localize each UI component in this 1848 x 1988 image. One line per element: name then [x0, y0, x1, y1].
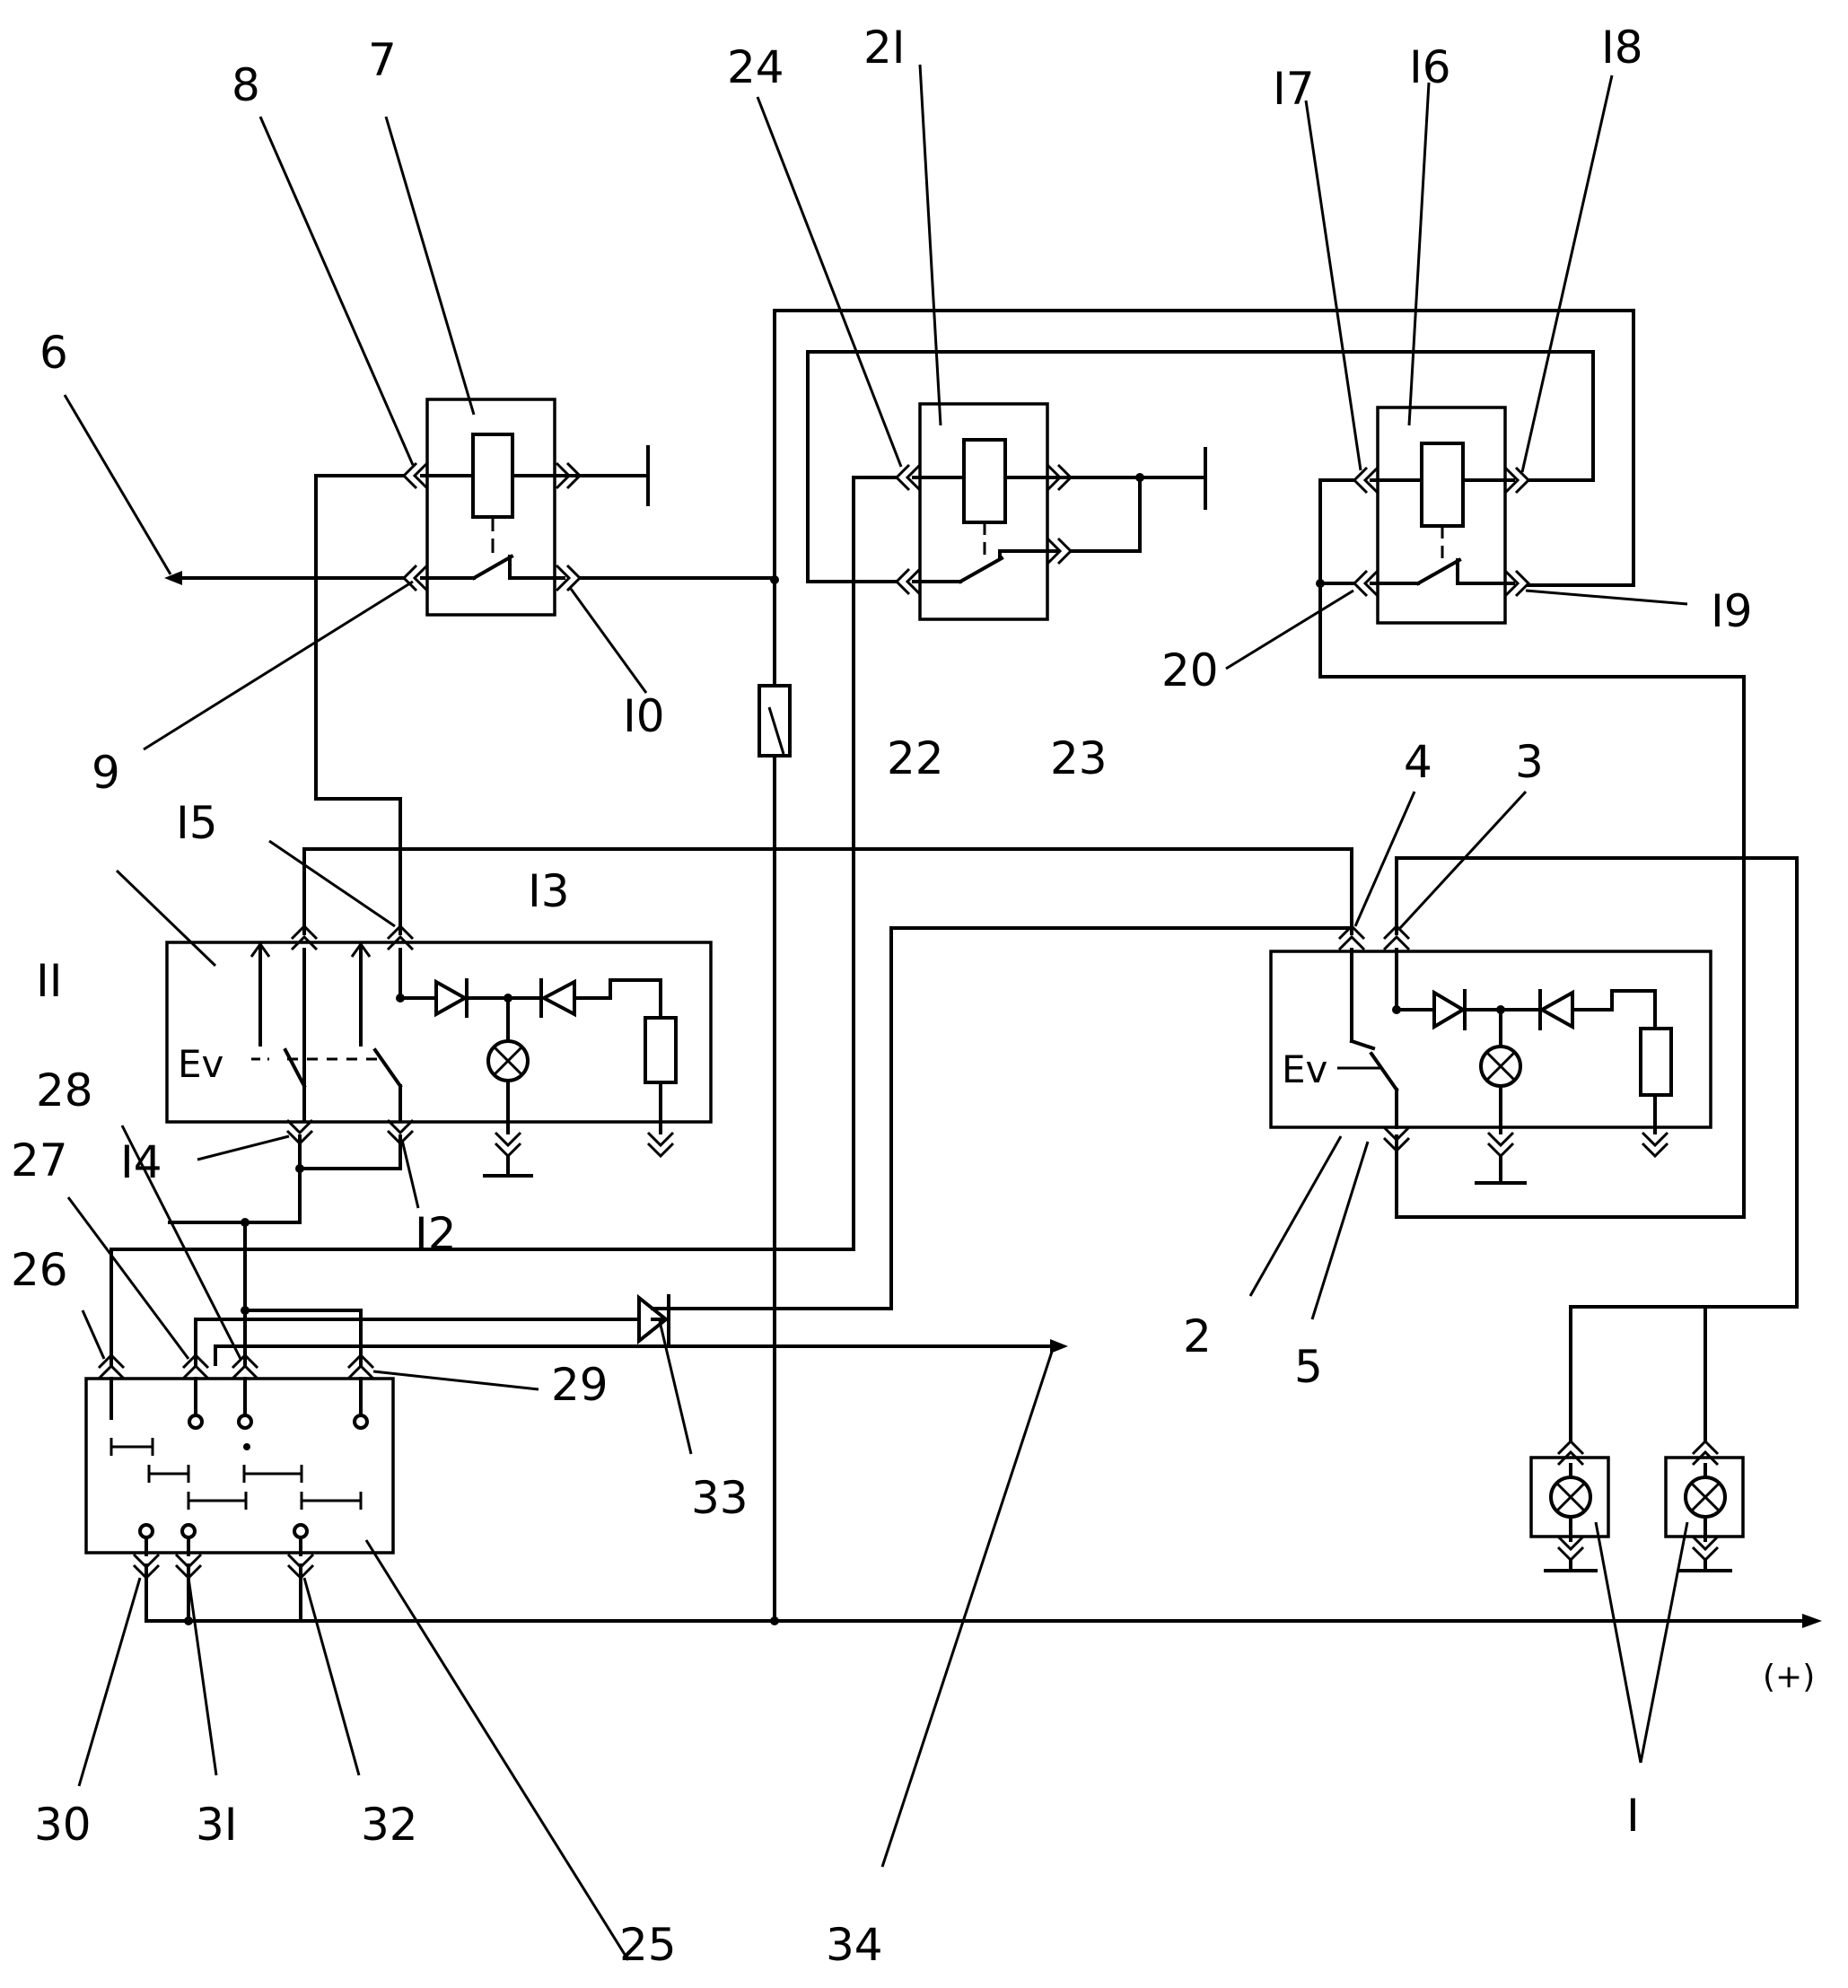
- label-19: I9: [1711, 585, 1753, 637]
- label-12: I2: [415, 1208, 457, 1260]
- label-32: 32: [361, 1799, 418, 1851]
- labels: I 2 3 4 5 6 7 8 9 I0 II I2 I3 I4 I5 I6 I…: [11, 22, 1815, 1971]
- label-17: I7: [1273, 63, 1315, 115]
- label-34: 34: [826, 1919, 883, 1971]
- label-5: 5: [1294, 1341, 1323, 1393]
- label-23: 23: [1050, 732, 1108, 784]
- label-18: I8: [1601, 22, 1643, 74]
- label-13: I3: [528, 865, 570, 917]
- label-28: 28: [36, 1064, 93, 1117]
- ev-switch-label-left: Ev: [178, 1042, 223, 1086]
- label-20: 20: [1161, 644, 1219, 696]
- label-22: 22: [887, 732, 944, 784]
- label-plus: (+): [1763, 1659, 1815, 1695]
- relay-21: [897, 404, 1205, 619]
- label-33: 33: [691, 1472, 749, 1524]
- label-26: 26: [11, 1244, 68, 1296]
- label-1: I: [1626, 1790, 1640, 1842]
- label-9: 9: [92, 747, 120, 799]
- label-7: 7: [368, 34, 397, 86]
- label-10: I0: [623, 690, 665, 742]
- ev-switch-label-right: Ev: [1282, 1047, 1327, 1091]
- relay-16: [1354, 407, 1528, 623]
- label-15: I5: [176, 797, 218, 849]
- label-27: 27: [11, 1134, 68, 1187]
- wiring: [111, 311, 1822, 1628]
- unit-11: Ev: [167, 926, 711, 1176]
- label-24: 24: [727, 41, 784, 93]
- label-11: II: [36, 955, 63, 1007]
- label-3: 3: [1515, 736, 1544, 788]
- label-6: 6: [39, 327, 68, 379]
- leader-lines: [65, 65, 1687, 1960]
- label-29: 29: [551, 1359, 609, 1411]
- label-4: 4: [1404, 736, 1432, 788]
- lamp-units-1: [1531, 1441, 1743, 1571]
- label-16: I6: [1409, 41, 1451, 93]
- label-30: 30: [34, 1799, 92, 1851]
- relay-7: [164, 399, 648, 615]
- label-14: I4: [120, 1136, 162, 1188]
- label-25: 25: [619, 1919, 677, 1971]
- label-8: 8: [232, 59, 260, 111]
- label-2: 2: [1183, 1310, 1212, 1362]
- unit-25: [86, 1355, 393, 1578]
- label-31: 3I: [196, 1799, 238, 1851]
- label-21: 2I: [863, 22, 906, 74]
